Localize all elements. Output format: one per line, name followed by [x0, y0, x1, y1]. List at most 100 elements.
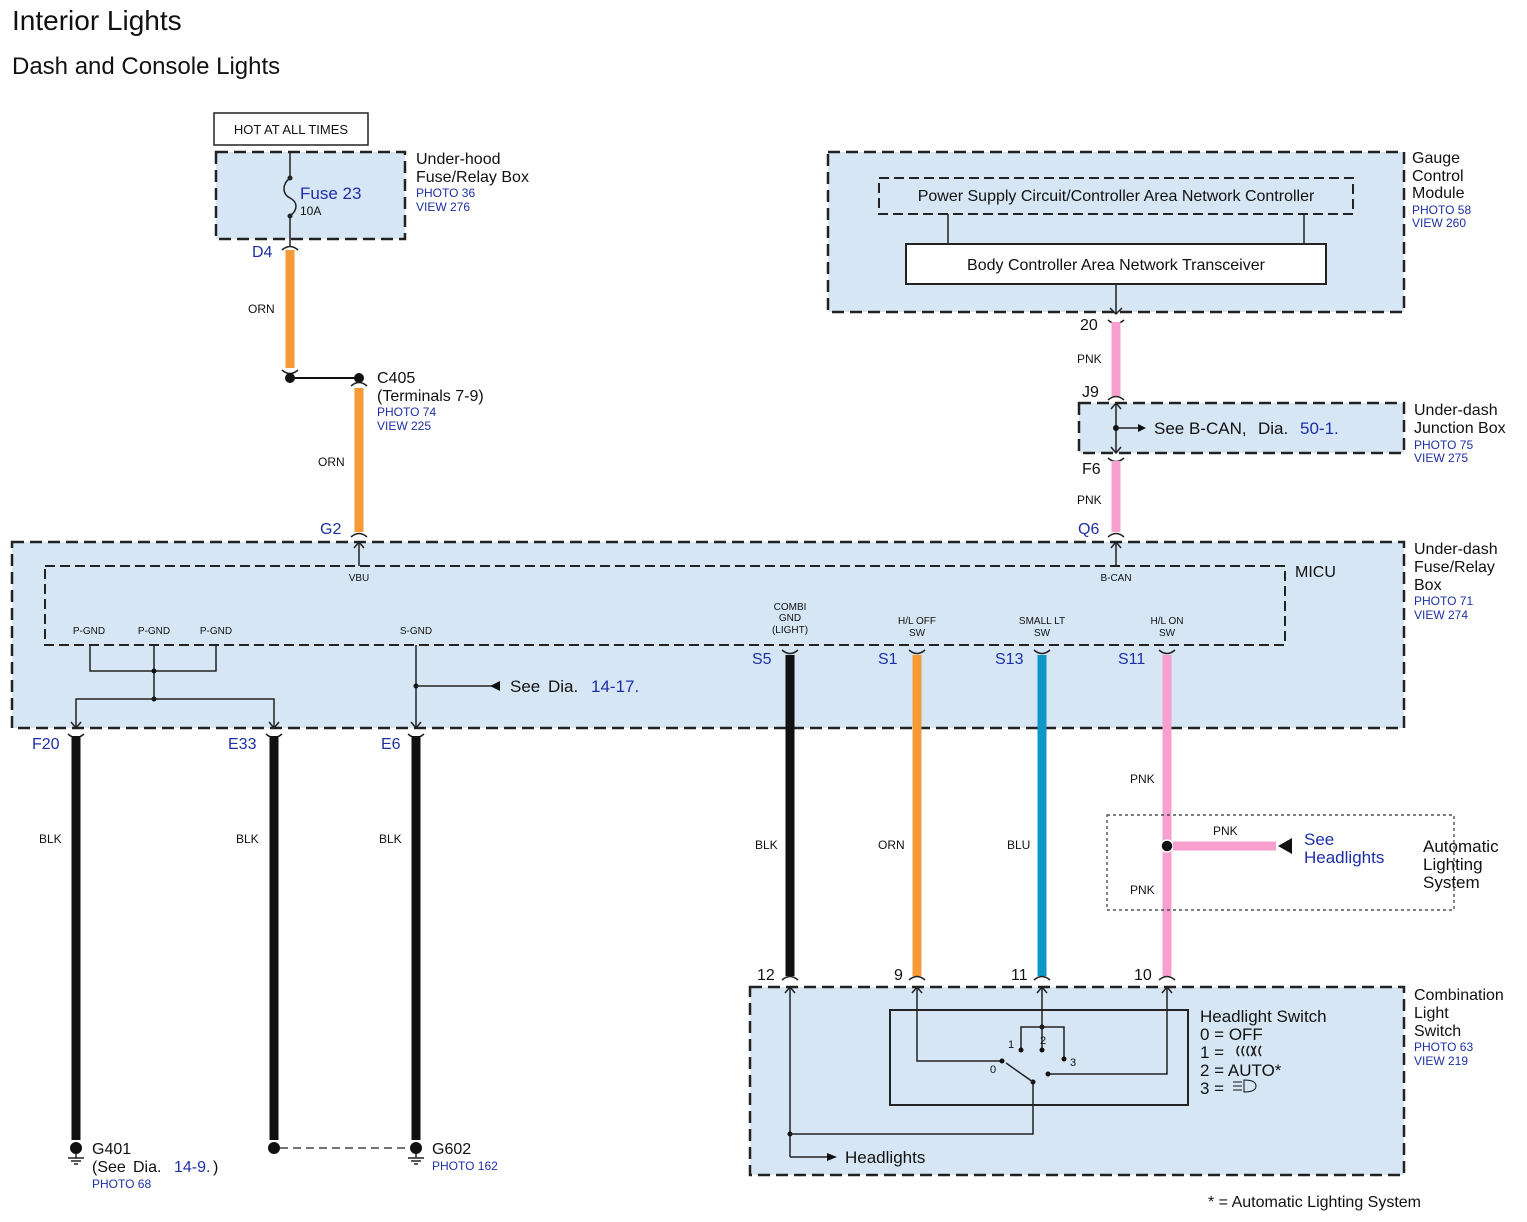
connector-s5: [781, 649, 799, 655]
pin-hloff-2: SW: [909, 628, 926, 639]
pin-smalllt-1: SMALL LT: [1019, 616, 1065, 627]
junction-see-bcan: See B-CAN,: [1154, 419, 1247, 438]
gauge-view-ref: VIEW 260: [1412, 216, 1466, 230]
g602-ground-symbol: [408, 1154, 424, 1165]
g401-see-open: (See: [92, 1159, 126, 1176]
bcan-transceiver-label: Body Controller Area Network Transceiver: [967, 257, 1266, 274]
fuse-amps-label: 10A: [300, 204, 321, 218]
fuse-symbol: [283, 177, 297, 217]
wire-label-blk-2: BLK: [236, 832, 259, 846]
fuse-dot-top: [287, 175, 293, 181]
fuse-23-label: Fuse 23: [300, 184, 361, 203]
footnote: * = Automatic Lighting System: [1208, 1194, 1421, 1211]
contact-0: [999, 1058, 1005, 1064]
combo-arrow-11: [1036, 985, 1048, 994]
auto-name-line3: System: [1423, 873, 1480, 892]
vbu-arrow: [353, 540, 365, 549]
parking-light-icon: [1236, 1045, 1262, 1057]
auto-name-line2: Lighting: [1423, 855, 1483, 874]
page-title: Interior Lights: [12, 5, 182, 36]
switch-legend-0: 0 = OFF: [1200, 1025, 1263, 1044]
headlight-switch-title: Headlight Switch: [1200, 1007, 1327, 1026]
terminal-s1: S1: [878, 651, 898, 668]
combo-name-line3: Switch: [1414, 1023, 1461, 1040]
bcan-transceiver-box: [905, 243, 1327, 285]
contact-auto: [1045, 1071, 1051, 1077]
combo-name-line1: Combination: [1414, 987, 1504, 1004]
gauge-name-line1: Gauge: [1412, 150, 1460, 167]
terminal-20: 20: [1080, 317, 1098, 334]
pin-bcan: B-CAN: [1100, 573, 1131, 584]
connector-d4: [281, 245, 299, 251]
underdash-fuse-name-line2: Fuse/Relay: [1414, 559, 1495, 576]
combo-view-ref: VIEW 219: [1414, 1054, 1468, 1068]
wire-label-blu-1: BLU: [1007, 838, 1030, 852]
connector-s13: [1033, 649, 1051, 655]
pin-combi-1: COMBI: [774, 602, 807, 613]
pin-combi-2: GND: [779, 613, 801, 624]
connector-10: [1158, 975, 1176, 981]
wire-label-pnk-5: PNK: [1213, 824, 1238, 838]
connector-j9: [1107, 395, 1125, 401]
terminal-g2: G2: [320, 521, 341, 538]
pin-pgnd-2: P-GND: [138, 626, 170, 637]
g602-label: G602: [432, 1141, 471, 1158]
terminal-j9: J9: [1082, 384, 1099, 401]
g401-photo-ref: PHOTO 68: [92, 1177, 151, 1191]
connector-9: [908, 975, 926, 981]
c405-photo-ref: PHOTO 74: [377, 405, 436, 419]
junction-arrow-down: [1110, 446, 1122, 455]
contact-2: [1039, 1047, 1045, 1053]
connector-s1: [908, 649, 926, 655]
pin-pgnd-1: P-GND: [73, 626, 105, 637]
c405-view-ref: VIEW 225: [377, 419, 431, 433]
g401-label: G401: [92, 1141, 131, 1158]
sgnd-dia-word: Dia.: [548, 677, 578, 696]
wire-label-blk-4: BLK: [755, 838, 778, 852]
connector-c405: [350, 381, 368, 387]
wire-label-pnk-2: PNK: [1077, 493, 1102, 507]
wire-label-pnk-3: PNK: [1130, 772, 1155, 786]
auto-splice-dot: [1160, 839, 1174, 853]
wire-label-blk-3: BLK: [379, 832, 402, 846]
gauge-out-arrow: [1109, 307, 1123, 316]
terminal-d4: D4: [252, 244, 273, 261]
pin-hlon-1: H/L ON: [1151, 616, 1184, 627]
hot-at-all-times-label: HOT AT ALL TIMES: [234, 122, 348, 137]
connector-q6: [1107, 532, 1125, 538]
bcan-arrow: [1110, 540, 1122, 549]
connector-s11: [1158, 649, 1176, 655]
terminal-e33: E33: [228, 736, 257, 753]
combo-arrow-10: [1161, 985, 1173, 994]
g602-photo-ref: PHOTO 162: [432, 1159, 498, 1173]
g401-dia-word: Dia.: [133, 1159, 161, 1176]
combo-headlights-label: Headlights: [845, 1148, 925, 1167]
pin-hlon-2: SW: [1159, 628, 1176, 639]
headlight-beam-icon: [1233, 1079, 1257, 1093]
splice-dot-c405: [354, 373, 364, 383]
combo-name-line2: Light: [1414, 1005, 1449, 1022]
junction-name-line1: Under-dash: [1414, 402, 1498, 419]
underhood-view-ref: VIEW 276: [416, 200, 470, 214]
switch-pos-3: 3: [1070, 1057, 1076, 1069]
gauge-photo-ref: PHOTO 58: [1412, 203, 1471, 217]
switch-legend-2: 2 = AUTO*: [1200, 1061, 1282, 1080]
underdash-fuse-name-line3: Box: [1414, 577, 1442, 594]
pgnd-dot-1: [151, 668, 157, 674]
pgnd-split: [75, 698, 275, 728]
terminal-9: 9: [894, 967, 903, 984]
hot-at-all-times-box: [213, 112, 369, 146]
switch-pos-2: 2: [1040, 1035, 1046, 1047]
terminal-s13: S13: [995, 651, 1024, 668]
terminal-s11: S11: [1118, 651, 1145, 668]
auto-branch-arrow: [1278, 838, 1292, 854]
underhood-name-line1: Under-hood: [416, 151, 501, 168]
pin-combi-3: (LIGHT): [772, 625, 808, 636]
connector-f6: [1107, 457, 1125, 463]
sgnd-dia-ref: 14-17.: [591, 677, 639, 696]
junction-dia-ref: 50-1.: [1300, 419, 1339, 438]
combo-photo-ref: PHOTO 63: [1414, 1040, 1473, 1054]
contact-1: [1018, 1047, 1024, 1053]
wire-label-orn-2: ORN: [318, 455, 345, 469]
auto-see: See: [1304, 830, 1334, 849]
